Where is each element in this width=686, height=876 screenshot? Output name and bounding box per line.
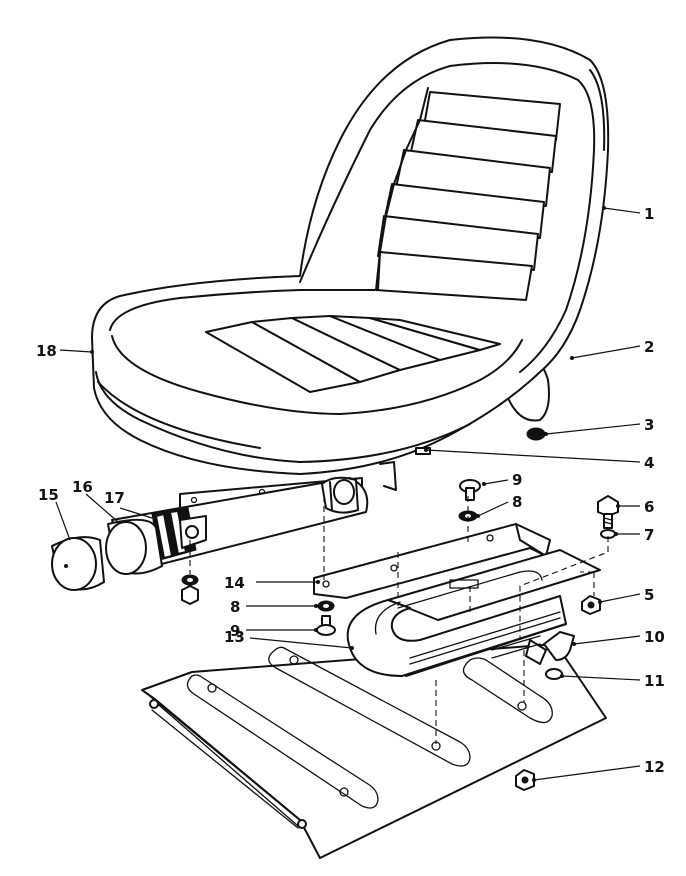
callout-9-left: 9 [230,622,240,640]
adjuster-bracket [346,549,601,677]
callout-9-top: 9 [512,471,522,489]
hardware [181,427,619,791]
callout-15: 15 [38,486,59,504]
adjuster-knob [491,631,575,665]
callout-8-top: 8 [512,493,522,511]
callout-2: 2 [644,338,654,356]
assembly-lines [189,496,609,744]
callout-14: 14 [224,574,245,592]
callout-1: 1 [644,205,654,223]
leader-lines [55,206,641,782]
callout-4: 4 [644,454,654,472]
callout-18: 18 [36,342,57,360]
callout-13: 13 [224,628,245,646]
slide-rail-assembly [51,476,369,591]
callout-7: 7 [644,526,654,544]
base-plate [141,643,607,859]
callout-6: 6 [644,498,654,516]
callout-3: 3 [644,416,654,434]
callout-11: 11 [644,672,665,690]
callout-16: 16 [72,478,93,496]
callout-8-left: 8 [230,598,240,616]
callout-5: 5 [644,586,654,604]
callout-10: 10 [644,628,665,646]
mounting-bracket [313,523,551,599]
callout-12: 12 [644,758,665,776]
seat [91,36,610,491]
callout-17: 17 [104,489,125,507]
callout-labels: 1 2 3 4 5 6 7 8 8 9 9 10 11 12 13 14 15 … [36,205,665,776]
